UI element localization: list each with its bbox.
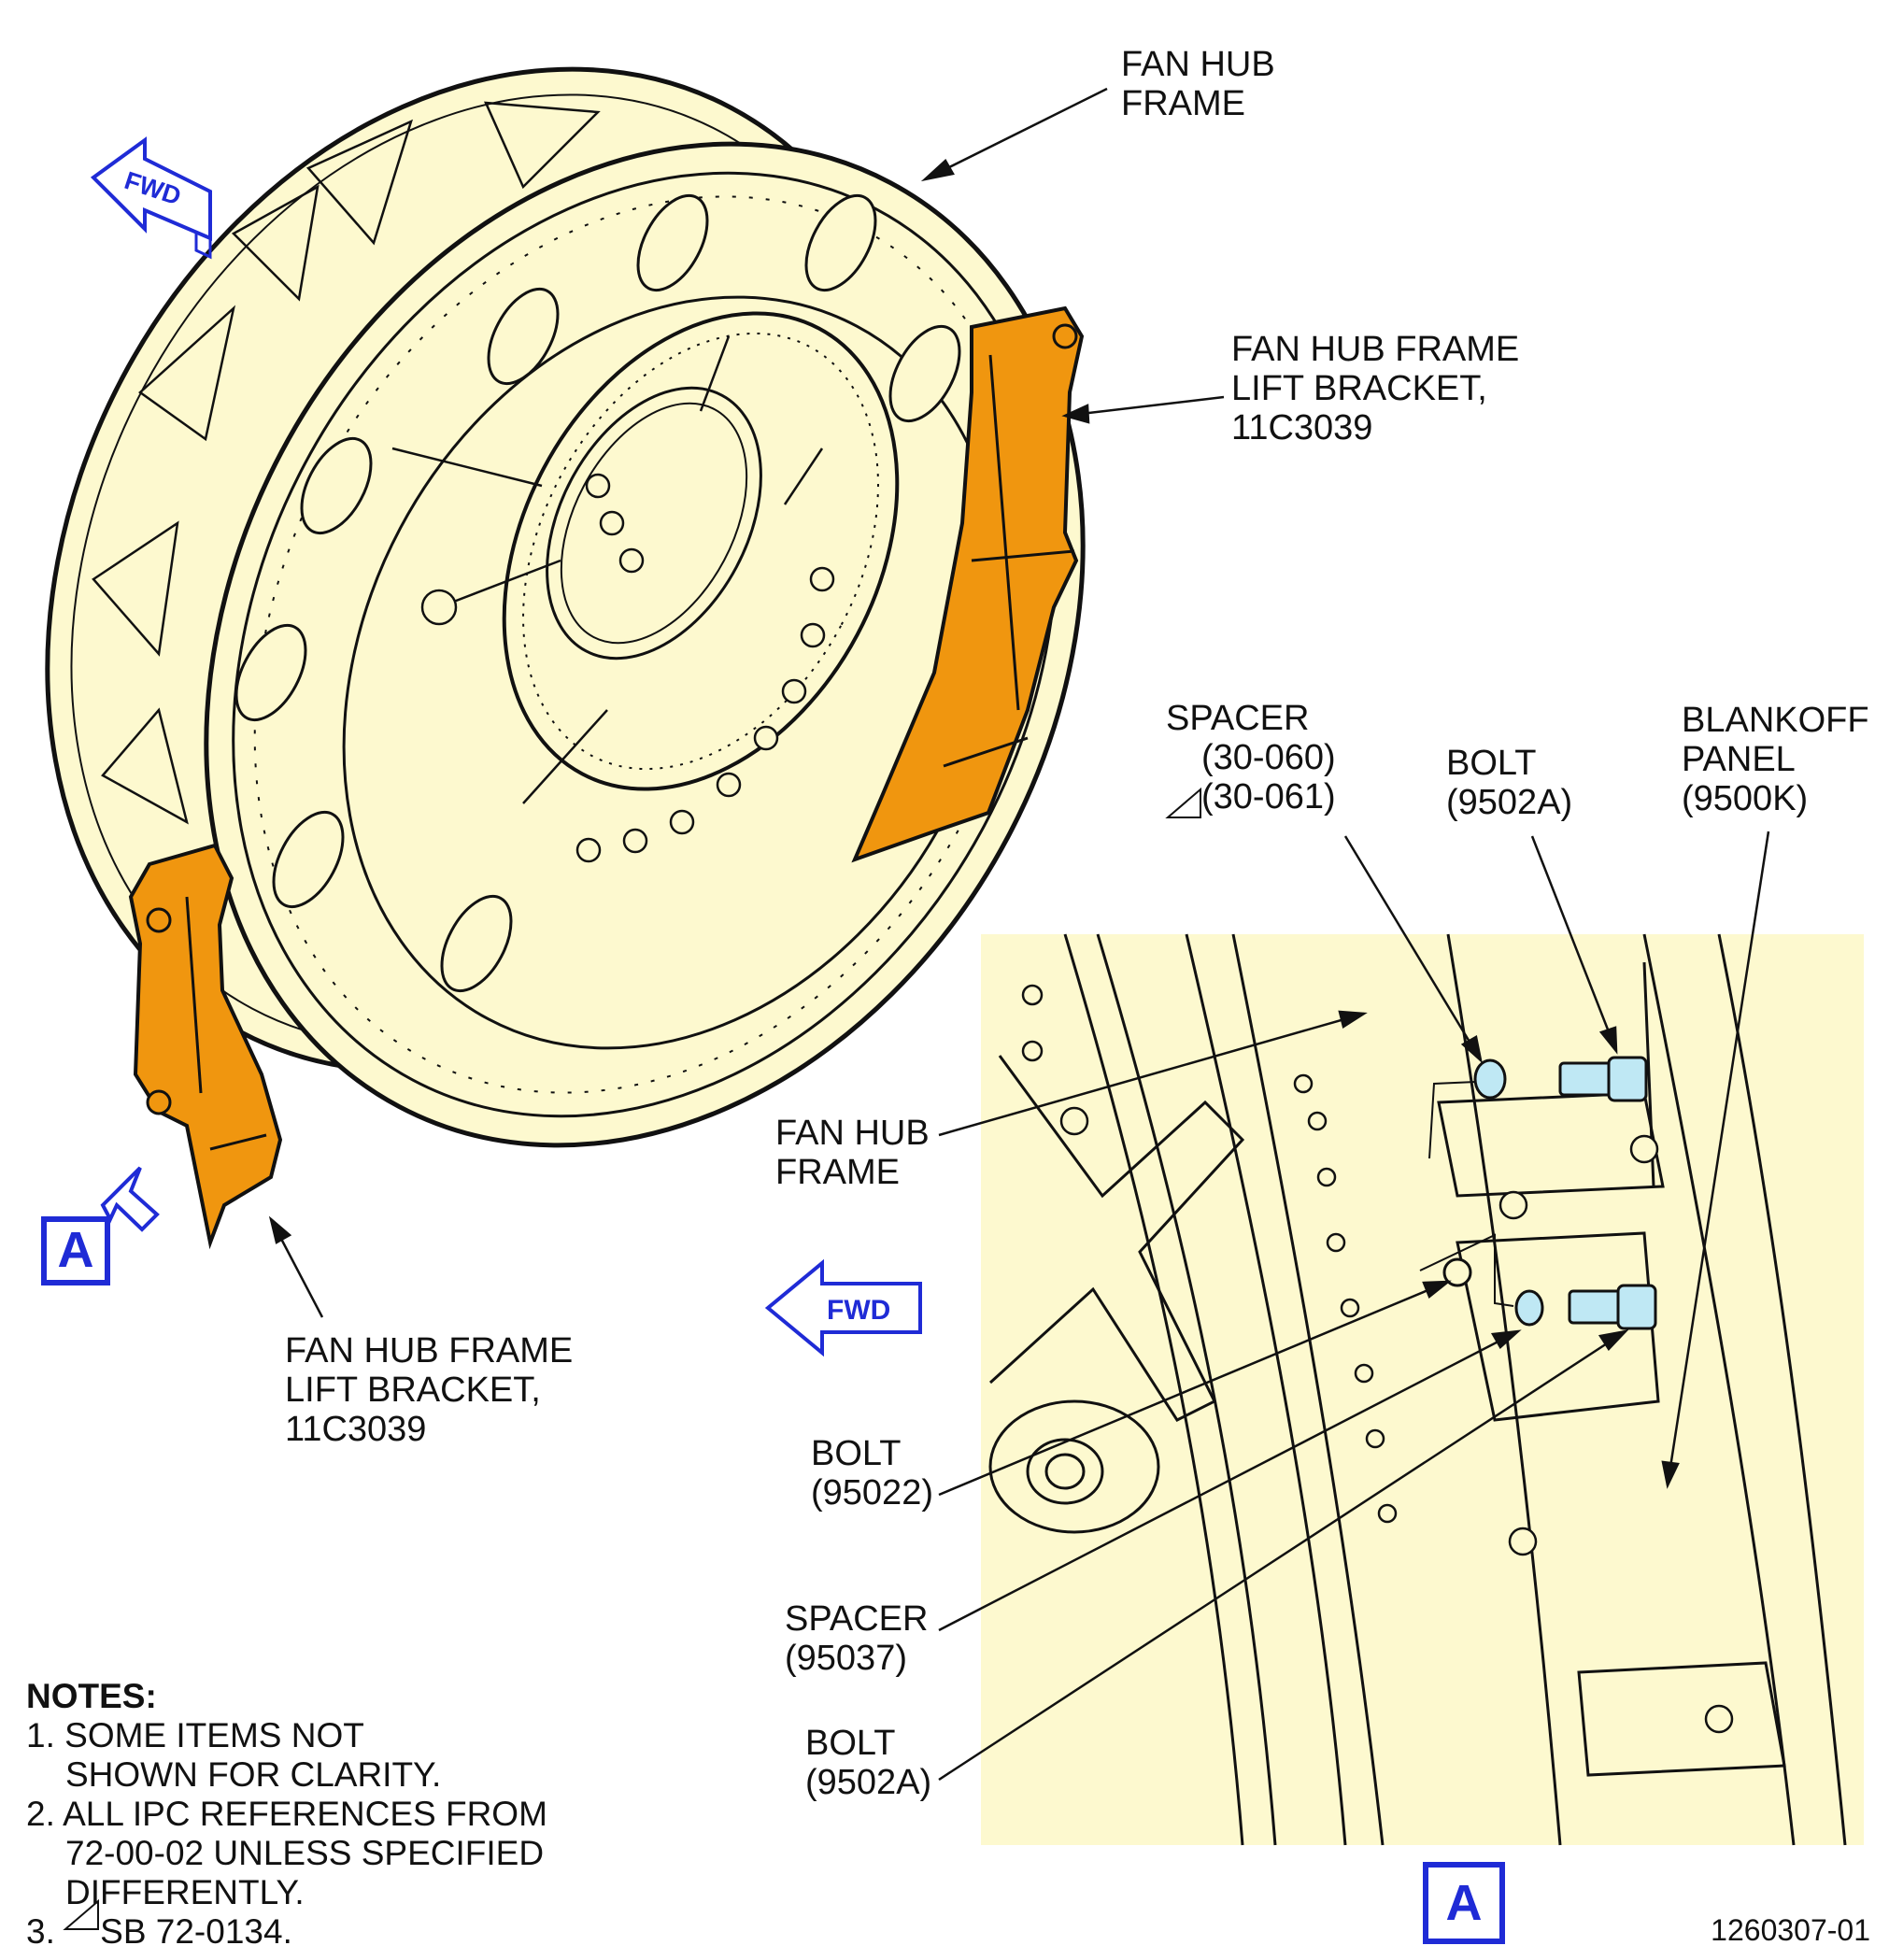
lift-bracket-right-shape	[851, 305, 1085, 863]
label-lift-bracket-right: FAN HUB FRAME LIFT BRACKET, 11C3039	[1231, 330, 1519, 447]
lift-bracket-bottom-shape	[128, 843, 283, 1250]
fwd-arrow-top: FWD	[90, 136, 212, 260]
label-line: FAN HUB FRAME	[1231, 330, 1520, 369]
note-text: SHOWN FOR CLARITY.	[65, 1755, 442, 1794]
label-line: (95037)	[785, 1639, 907, 1678]
lift-bracket-right-detail	[943, 323, 1078, 768]
label-lift-bracket-bottom: FAN HUB FRAME LIFT BRACKET, 11C3039	[285, 1331, 573, 1449]
leader-lines	[63, 87, 1770, 1930]
fwd-label-detail: FWD	[827, 1295, 890, 1326]
label-bolt-95022: BOLT (95022)	[811, 1434, 933, 1513]
label-spacer-top: SPACER (30-060) (30-061)	[1166, 699, 1336, 817]
note-number: 3.	[26, 1912, 55, 1951]
notes-block: NOTES: 1. SOME ITEMS NOT SHOWN FOR CLARI…	[26, 1677, 547, 1952]
label-blankoff-panel: BLANKOFF PANEL (9500K)	[1682, 701, 1869, 818]
label-line: (9500K)	[1682, 779, 1809, 818]
view-a-marker-detail: A	[1423, 1862, 1505, 1944]
note-item-3: 3. SB 72-0134.	[26, 1912, 547, 1952]
note-text: SOME ITEMS NOT	[64, 1716, 364, 1754]
label-line: (30-061)	[1201, 777, 1336, 817]
label-line: LIFT BRACKET,	[285, 1371, 541, 1410]
label-line: (95022)	[811, 1473, 933, 1513]
label-line: LIFT BRACKET,	[1231, 369, 1487, 408]
note-text: ALL IPC REFERENCES FROM	[63, 1795, 547, 1833]
label-line: (30-060)	[1201, 738, 1336, 777]
label-fan-hub-frame-top: FAN HUB FRAME	[1121, 45, 1275, 123]
label-line: BOLT	[805, 1724, 896, 1763]
note-number: 1.	[26, 1716, 55, 1754]
label-line: FAN HUB	[775, 1114, 930, 1153]
label-line: 11C3039	[285, 1410, 427, 1449]
figure-number: 1260307-01	[1711, 1913, 1870, 1947]
fan-hub-frame-illustration	[45, 66, 1086, 1148]
fwd-arrow-detail: FWD	[764, 1258, 922, 1357]
note-item-1: 1. SOME ITEMS NOT	[26, 1716, 547, 1755]
note-item-2: 2. ALL IPC REFERENCES FROM	[26, 1795, 547, 1834]
label-line: SPACER	[1166, 699, 1310, 738]
label-line: PANEL	[1682, 740, 1796, 779]
lift-bracket-bottom-detail	[146, 896, 267, 1151]
view-a-arrow	[100, 1166, 160, 1232]
label-line: FRAME	[1121, 84, 1245, 123]
label-line: FRAME	[775, 1153, 900, 1192]
label-spacer-95037: SPACER (95037)	[785, 1599, 928, 1678]
view-a-marker-main: A	[41, 1216, 110, 1285]
label-line: (9502A)	[1446, 783, 1573, 822]
note-number: 2.	[26, 1795, 55, 1833]
label-line: BOLT	[811, 1434, 902, 1473]
label-line: BLANKOFF	[1682, 701, 1869, 740]
label-fan-hub-frame-detail: FAN HUB FRAME	[775, 1114, 930, 1192]
label-line: FAN HUB	[1121, 45, 1275, 84]
label-bolt-top: BOLT (9502A)	[1446, 744, 1572, 822]
note-text: DIFFERENTLY.	[65, 1873, 305, 1911]
label-line: BOLT	[1446, 744, 1537, 783]
label-line: 11C3039	[1231, 408, 1373, 447]
label-line: FAN HUB FRAME	[285, 1331, 574, 1371]
notes-heading: NOTES:	[26, 1677, 157, 1715]
note-text: SB 72-0134.	[100, 1912, 292, 1951]
label-bolt-bottom: BOLT (9502A)	[805, 1724, 931, 1802]
note-text: 72-00-02 UNLESS SPECIFIED	[65, 1834, 545, 1872]
label-line: SPACER	[785, 1599, 929, 1639]
label-line: (9502A)	[805, 1763, 932, 1802]
detail-a-view	[981, 933, 1864, 1846]
